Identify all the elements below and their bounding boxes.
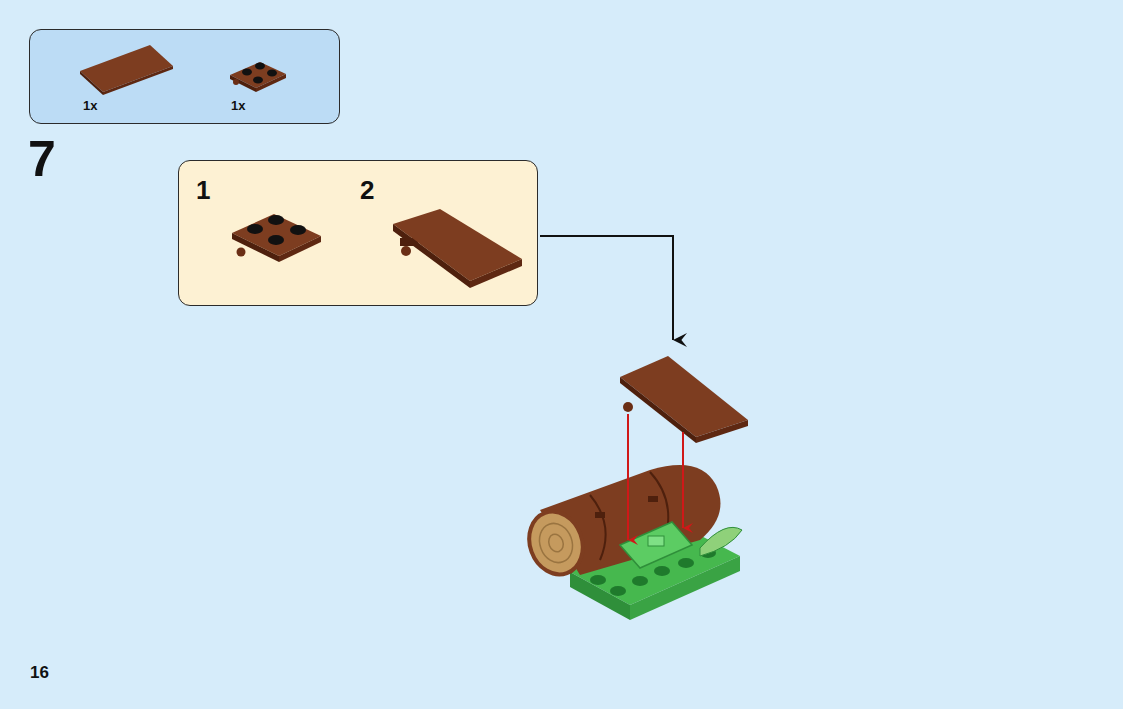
page-number: 16 (30, 664, 49, 683)
substep-panel: 12 (178, 160, 538, 306)
placement-arrow (627, 414, 629, 540)
step-arrow (540, 236, 673, 340)
brown-tile (80, 45, 173, 95)
substep-number: 1 (196, 175, 210, 205)
green-clip (620, 522, 692, 568)
step-number: 7 (28, 132, 56, 187)
substep-number: 2 (360, 175, 374, 205)
leaf (700, 527, 742, 556)
green-plate (570, 525, 740, 620)
brown-tile-assembly (620, 356, 748, 443)
log (521, 465, 721, 582)
parts-panel: 1x 1x (29, 29, 340, 124)
label-holder: 7 (28, 132, 56, 187)
brown-tile-assembly (393, 209, 522, 288)
quantity-label: 1x (83, 98, 97, 114)
placement-arrow (682, 432, 684, 528)
quantity-label: 1x (231, 98, 245, 114)
brown-plate (232, 214, 321, 262)
label-holder: 16 (30, 664, 49, 683)
brown-plate (230, 62, 286, 92)
